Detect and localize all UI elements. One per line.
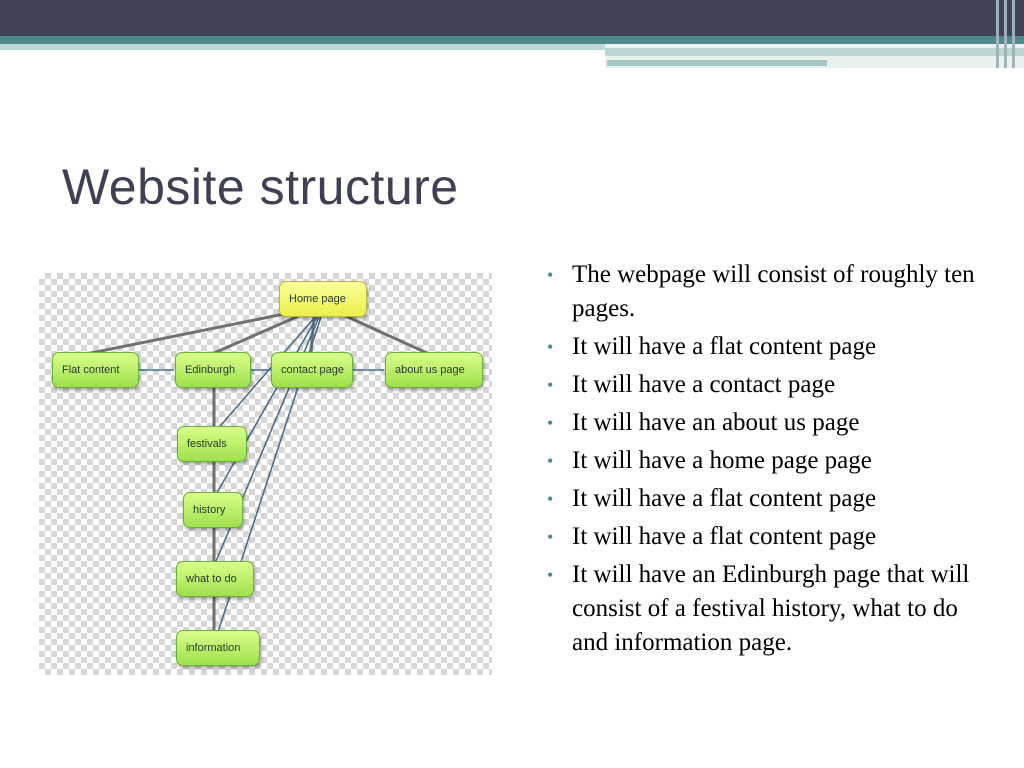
node-history: history — [183, 492, 243, 528]
node-flat-content: Flat content — [52, 352, 139, 388]
slide-title: Website structure — [62, 159, 459, 215]
bullet-dot-icon: • — [547, 337, 554, 357]
bullet-item: •It will have a flat content page — [545, 330, 985, 364]
accent-band-light — [0, 44, 605, 50]
node-contact-page: contact page — [271, 352, 353, 388]
connector-home-flat — [90, 311, 290, 355]
bullet-item: •It will have an Edinburgh page that wil… — [545, 558, 985, 660]
accent-band-right-stripe-2 — [607, 60, 827, 66]
connector-home-festivals — [213, 316, 316, 434]
connector-home-about — [338, 311, 428, 355]
header-bar — [0, 0, 1024, 36]
bullet-item: •It will have a home page page — [545, 444, 985, 478]
bullet-dot-icon: • — [547, 527, 554, 547]
site-structure-diagram: Home page Flat content Edinburgh contact… — [39, 273, 492, 675]
bullet-item: •It will have a flat content page — [545, 520, 985, 554]
node-what-to-do: what to do — [176, 561, 254, 597]
connector-home-edinburgh — [213, 313, 302, 355]
connector-home-history — [213, 316, 318, 499]
bullet-dot-icon: • — [547, 451, 554, 471]
bullet-dot-icon: • — [547, 265, 554, 285]
node-edinburgh: Edinburgh — [175, 352, 251, 388]
decor-stripe — [1004, 0, 1007, 68]
decor-stripe — [1012, 0, 1015, 68]
node-home-page: Home page — [279, 281, 367, 317]
bullet-item: •It will have an about us page — [545, 406, 985, 440]
decor-stripe — [996, 0, 999, 68]
bullet-dot-icon: • — [547, 375, 554, 395]
diagram-connectors — [90, 311, 428, 636]
accent-band-right-stripe — [605, 48, 1024, 56]
bullet-item: •It will have a contact page — [545, 368, 985, 402]
bullet-dot-icon: • — [547, 565, 554, 585]
accent-band — [0, 36, 1024, 44]
bullet-dot-icon: • — [547, 413, 554, 433]
bullet-item: •It will have a flat content page — [545, 482, 985, 516]
node-about-us-page: about us page — [385, 352, 483, 388]
node-festivals: festivals — [177, 426, 247, 462]
node-information: information — [176, 630, 260, 666]
bullet-dot-icon: • — [547, 489, 554, 509]
bullet-item: •The webpage will consist of roughly ten… — [545, 258, 985, 326]
bullet-list: •The webpage will consist of roughly ten… — [545, 258, 985, 664]
